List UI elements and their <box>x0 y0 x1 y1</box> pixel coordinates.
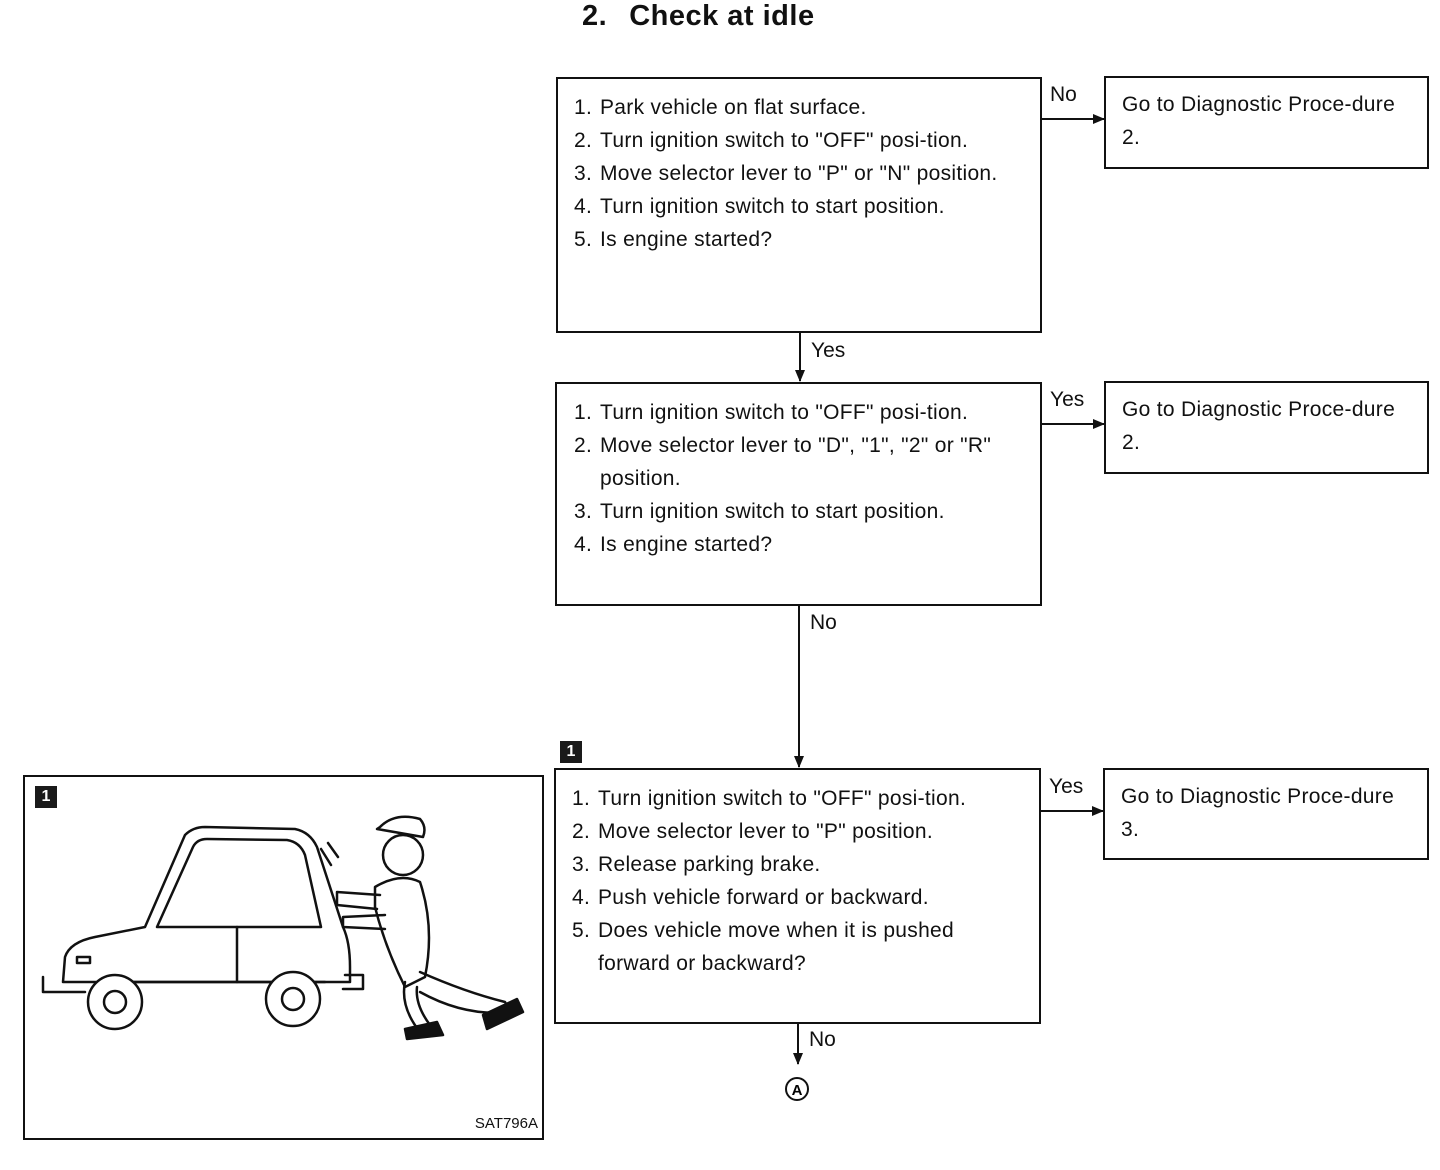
man-body <box>373 876 431 989</box>
car-bumper-rear <box>341 973 365 991</box>
step-item: 4.Push vehicle forward or backward. <box>572 886 929 909</box>
result-box-2: Go to Diagnostic Proce-dure 2. <box>1104 381 1429 474</box>
step-item: 2.Move selector lever to "D", "1", "2" o… <box>574 434 992 490</box>
page-title: 2. Check at idle <box>582 0 815 33</box>
motion-lines <box>319 841 340 867</box>
label-no-1: No <box>1050 83 1077 106</box>
rear-hub <box>280 986 306 1012</box>
car-headlight <box>75 955 92 965</box>
result-box-1: Go to Diagnostic Proce-dure 2. <box>1104 76 1429 169</box>
man-head <box>381 833 425 877</box>
step-item: 5.Is engine started? <box>574 228 773 251</box>
step-item: 4.Is engine started? <box>574 533 773 556</box>
connector-circle <box>785 1077 809 1101</box>
rear-wheel <box>264 970 322 1028</box>
result-text-2: Go to Diagnostic Proce-dure 2. <box>1122 398 1396 454</box>
man-arm-upper <box>335 890 382 911</box>
title-text: Check at idle <box>629 0 815 32</box>
man-arm-lower <box>341 913 387 931</box>
step-list-3: 1.Turn ignition switch to "OFF" posi-tio… <box>572 782 1039 980</box>
result-text-3: Go to Diagnostic Proce-dure 3. <box>1121 785 1395 841</box>
step-item: 1.Turn ignition switch to "OFF" posi-tio… <box>572 787 967 810</box>
man-cap <box>375 815 426 839</box>
step-item: 1.Turn ignition switch to "OFF" posi-tio… <box>574 401 969 424</box>
step-item: 3.Move selector lever to "P" or "N" posi… <box>574 162 998 185</box>
illustration-panel: 1 SAT79 <box>23 775 544 1140</box>
step-item: 4.Turn ignition switch to start position… <box>574 195 945 218</box>
step-item: 2.Turn ignition switch to "OFF" posi-tio… <box>574 129 969 152</box>
step-item: 3.Release parking brake. <box>572 853 821 876</box>
step-box-3: 1.Turn ignition switch to "OFF" posi-tio… <box>554 768 1041 1024</box>
step-box-3-badge: 1 <box>560 741 582 763</box>
step-item: 1.Park vehicle on flat surface. <box>574 96 867 119</box>
front-wheel <box>86 973 144 1031</box>
title-number: 2. <box>582 0 608 32</box>
step-item: 3.Turn ignition switch to start position… <box>574 500 945 523</box>
man-shoe-front <box>403 1020 445 1041</box>
step-box-2: 1.Turn ignition switch to "OFF" posi-tio… <box>555 382 1042 606</box>
label-no-2: No <box>810 611 837 634</box>
man-leg-back <box>418 970 513 1015</box>
step-item: 5.Does vehicle move when it is pushed fo… <box>572 919 955 975</box>
figure-code: SAT796A <box>474 1115 538 1132</box>
label-no-3: No <box>809 1028 836 1051</box>
man-shoe-back <box>481 997 525 1031</box>
step-list-2: 1.Turn ignition switch to "OFF" posi-tio… <box>574 396 1040 561</box>
result-box-3: Go to Diagnostic Proce-dure 3. <box>1103 768 1429 860</box>
label-yes-3: Yes <box>1049 775 1084 798</box>
car-bumper-front <box>41 975 87 994</box>
result-text-1: Go to Diagnostic Proce-dure 2. <box>1122 93 1396 149</box>
illustration-badge: 1 <box>35 786 57 808</box>
connector-label: A <box>792 1082 803 1099</box>
step-item: 2.Move selector lever to "P" position. <box>572 820 934 843</box>
car-window-shape <box>155 837 323 929</box>
label-yes-2: Yes <box>1050 388 1085 411</box>
step-box-1: 1.Park vehicle on flat surface. 2.Turn i… <box>556 77 1042 333</box>
label-yes-1: Yes <box>811 339 846 362</box>
car-body-shape <box>61 825 352 984</box>
front-hub <box>102 989 128 1015</box>
car-push-illustration <box>41 815 525 1041</box>
step-list-1: 1.Park vehicle on flat surface. 2.Turn i… <box>574 91 1040 256</box>
